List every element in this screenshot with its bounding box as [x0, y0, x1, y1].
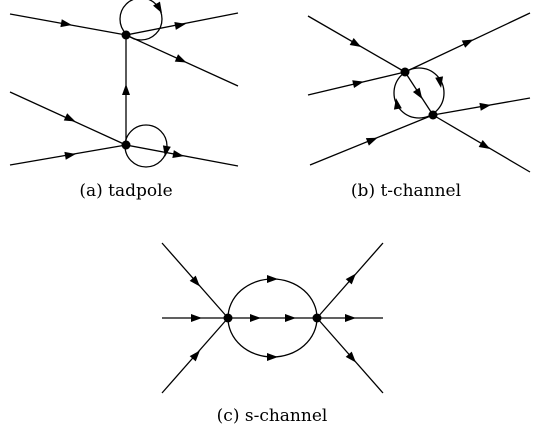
tadpole-diagram	[9, 0, 239, 168]
tadpole-caption: (a) tadpole	[79, 181, 173, 201]
tadpole-top-loop	[119, 0, 163, 41]
s-channel-caption: (c) s-channel	[216, 406, 328, 426]
s-channel-right-vertex	[312, 313, 322, 323]
t-channel-loop	[393, 67, 445, 119]
tadpole-top-vertex	[121, 30, 131, 40]
tadpole-bottom-vertex	[121, 140, 131, 150]
t-channel-diagram	[307, 12, 531, 173]
s-channel-diagram	[161, 242, 384, 394]
t-channel-bottom-vertex	[428, 110, 438, 120]
t-channel-top-vertex	[400, 67, 410, 77]
t-channel-caption: (b) t-channel	[350, 181, 462, 201]
s-channel-left-vertex	[223, 313, 233, 323]
